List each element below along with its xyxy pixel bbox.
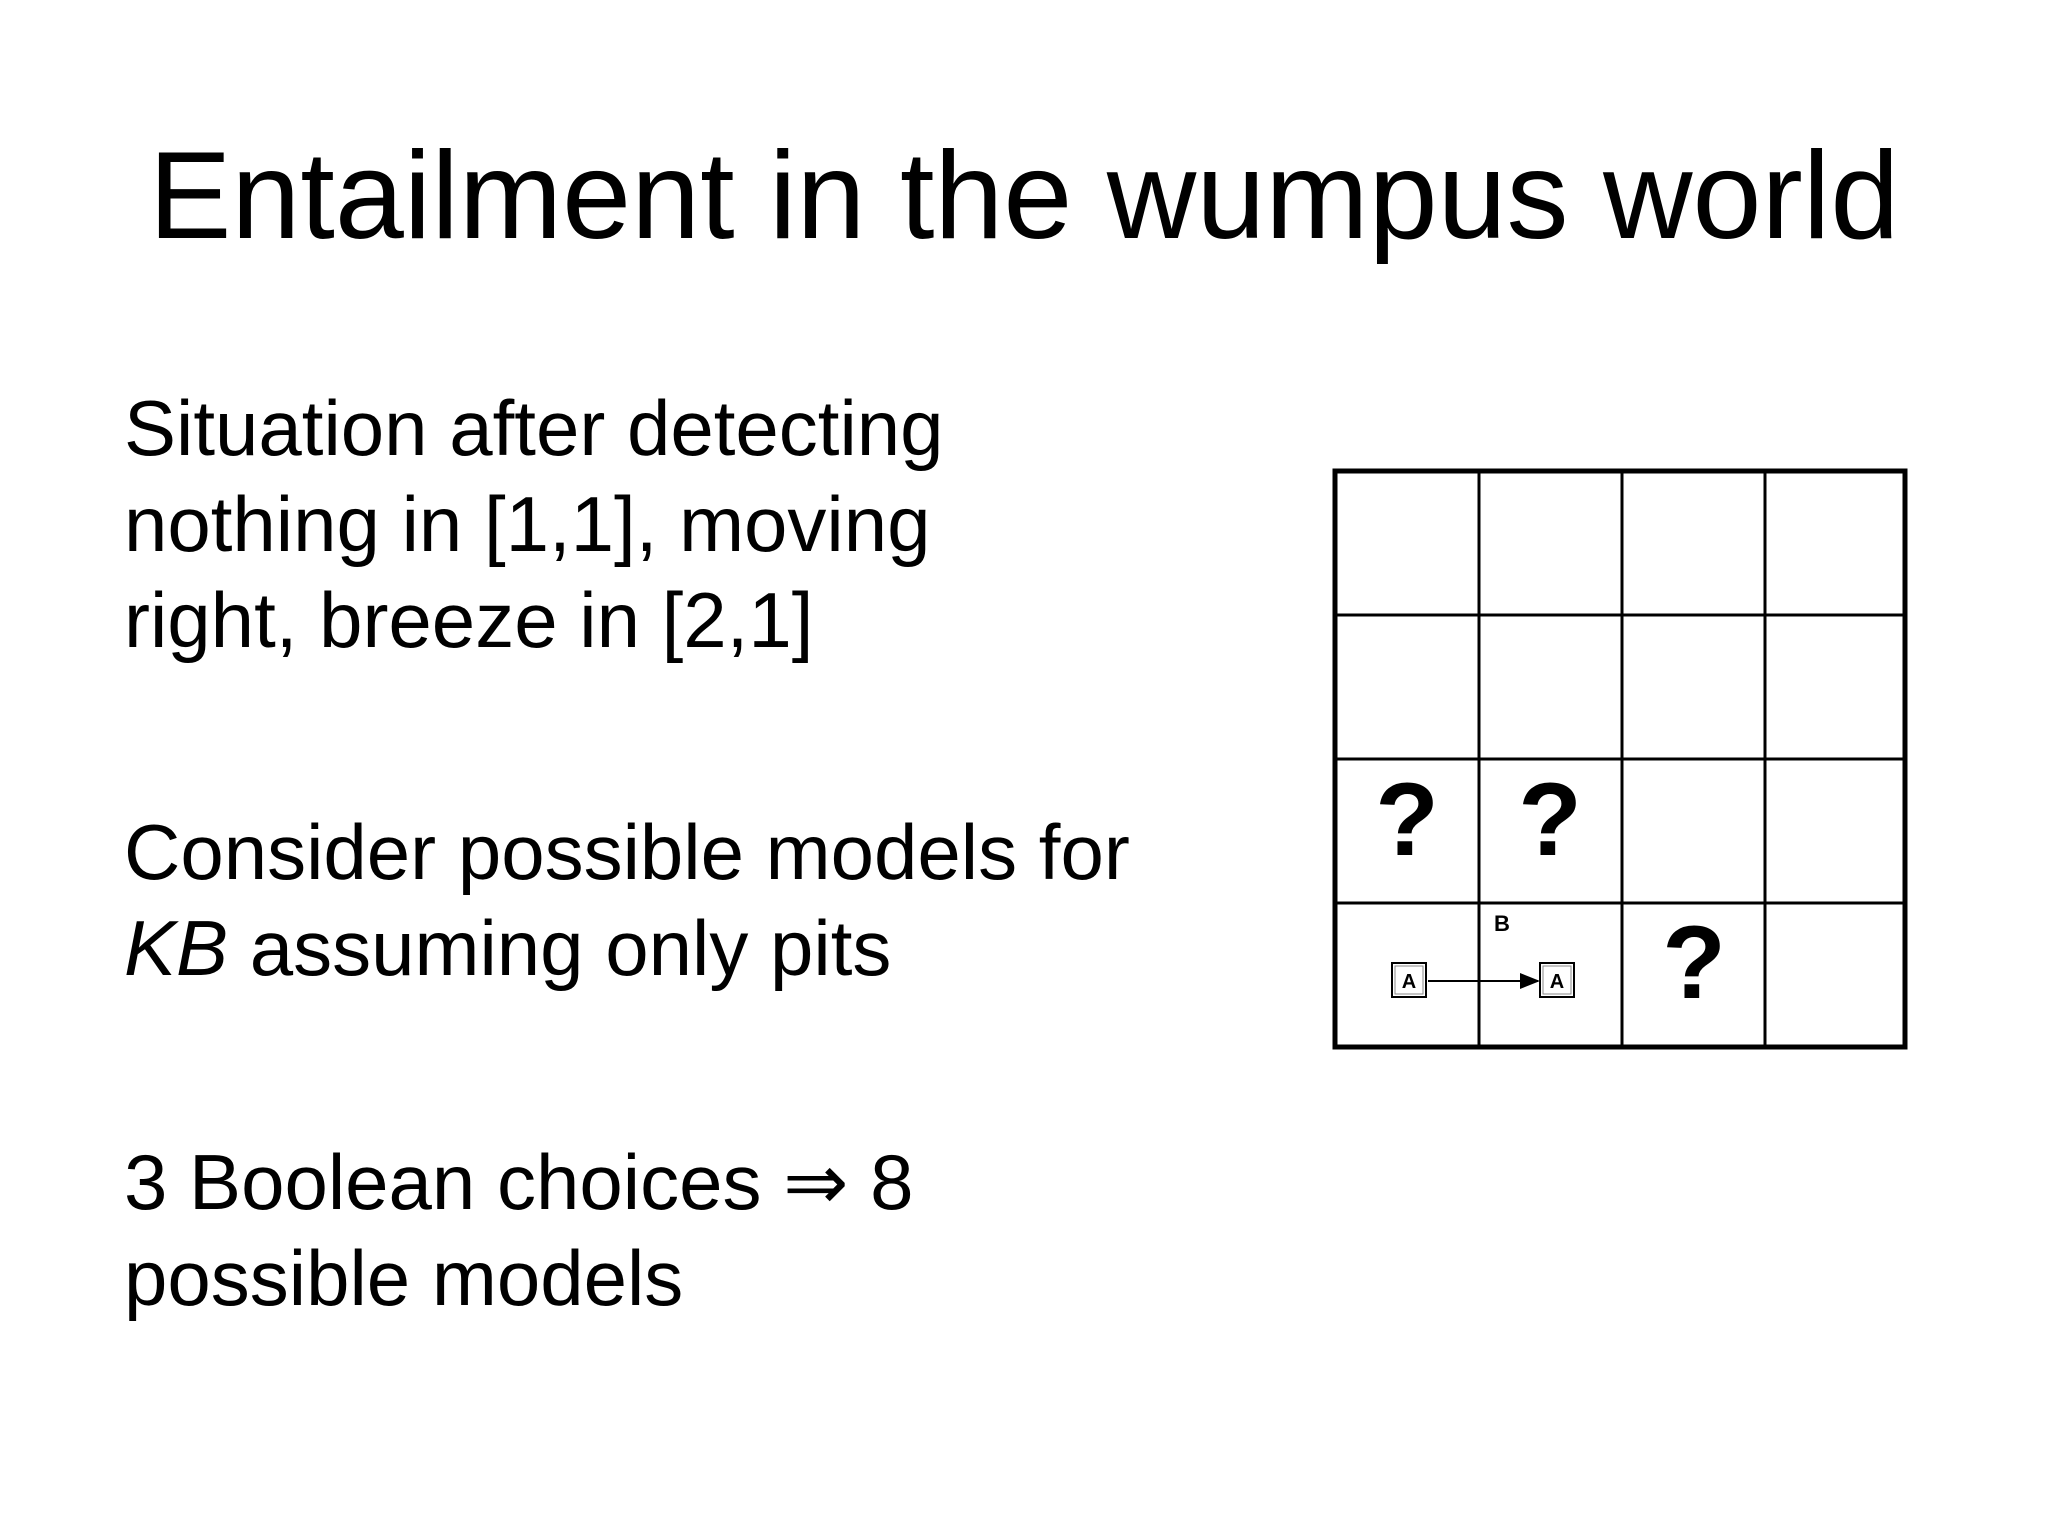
- agent-current-box: [1539, 962, 1575, 998]
- bullet-situation: Situation after detecting nothing in [1,…: [124, 380, 1302, 668]
- bullet-consider-models: Consider possible models for KB assuming…: [124, 804, 1302, 996]
- implies-arrow-icon: ⇒: [783, 1138, 849, 1226]
- agent-start-box: [1391, 962, 1427, 998]
- bullet-boolean-choices: 3 Boolean choices ⇒ 8 possible models: [124, 1134, 1302, 1326]
- agent-current-box-inner: [1542, 965, 1572, 995]
- unknown-question-icon: ?: [1662, 905, 1726, 1021]
- bullet-situation-line-2: nothing in [1,1], moving: [124, 480, 931, 568]
- breeze-label: B: [1494, 911, 1510, 936]
- agent-current-label: A: [1550, 971, 1564, 993]
- wumpus-grid-svg: ? ? ? B A A: [1332, 468, 1908, 1050]
- model-count: 8: [848, 1138, 914, 1226]
- bullet-boolean-line-1: 3 Boolean choices ⇒ 8: [124, 1134, 1302, 1230]
- unknown-question-icon: ?: [1375, 762, 1439, 878]
- slide-title: Entailment in the wumpus world: [148, 127, 1900, 265]
- bullet-situation-line-1: Situation after detecting: [124, 384, 944, 472]
- wumpus-grid: ? ? ? B A A: [1332, 468, 1908, 1050]
- bullet-boolean-line-2: possible models: [124, 1234, 684, 1322]
- bullet-consider-line-2: KB assuming only pits: [124, 900, 1302, 996]
- agent-start-box-inner: [1394, 965, 1424, 995]
- agent-start-label: A: [1402, 971, 1416, 993]
- boolean-choices-text: 3 Boolean choices: [124, 1138, 784, 1226]
- bullet-consider-line-1: Consider possible models for: [124, 808, 1130, 896]
- kb-term: KB: [124, 904, 229, 992]
- bullet-situation-line-3: right, breeze in [2,1]: [124, 576, 814, 664]
- unknown-question-icon: ?: [1518, 762, 1582, 878]
- bullet-consider-line-2-rest: assuming only pits: [228, 904, 892, 992]
